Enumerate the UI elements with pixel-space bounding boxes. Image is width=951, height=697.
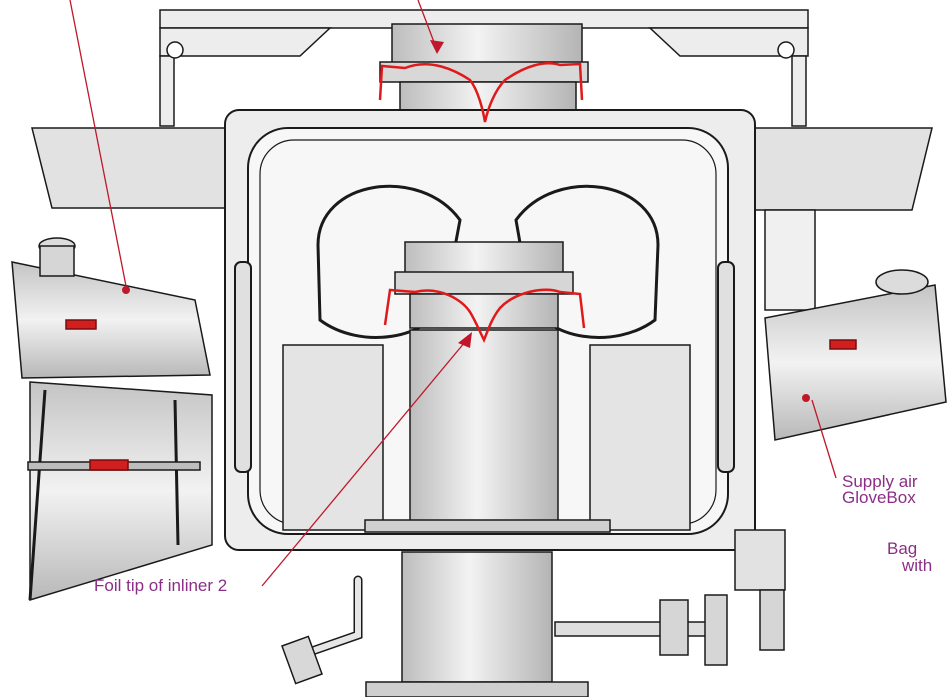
left-port-upper — [11, 237, 211, 379]
foil-inliner-2-outline — [383, 288, 586, 344]
label-supply-air-line1: Supply air — [842, 472, 918, 491]
center-cylinder — [282, 241, 691, 533]
bottom-outlet — [281, 529, 786, 697]
top-inlet — [379, 23, 589, 111]
leader-arrowheads — [122, 40, 810, 402]
left-port-lower — [27, 381, 213, 602]
top-support-frame — [159, 9, 809, 127]
label-bag-line1: Bag — [887, 539, 918, 558]
foil-inliner-1-outline — [378, 62, 584, 123]
glove-ports — [316, 184, 660, 339]
right-port — [764, 269, 947, 441]
side-wings — [31, 127, 933, 311]
label-supply-air-line2: GloveBox — [842, 488, 916, 507]
label-foil-tip-inliner-2: Foil tip of inliner 2 — [94, 576, 228, 595]
label-bag-line2: with — [902, 556, 933, 575]
